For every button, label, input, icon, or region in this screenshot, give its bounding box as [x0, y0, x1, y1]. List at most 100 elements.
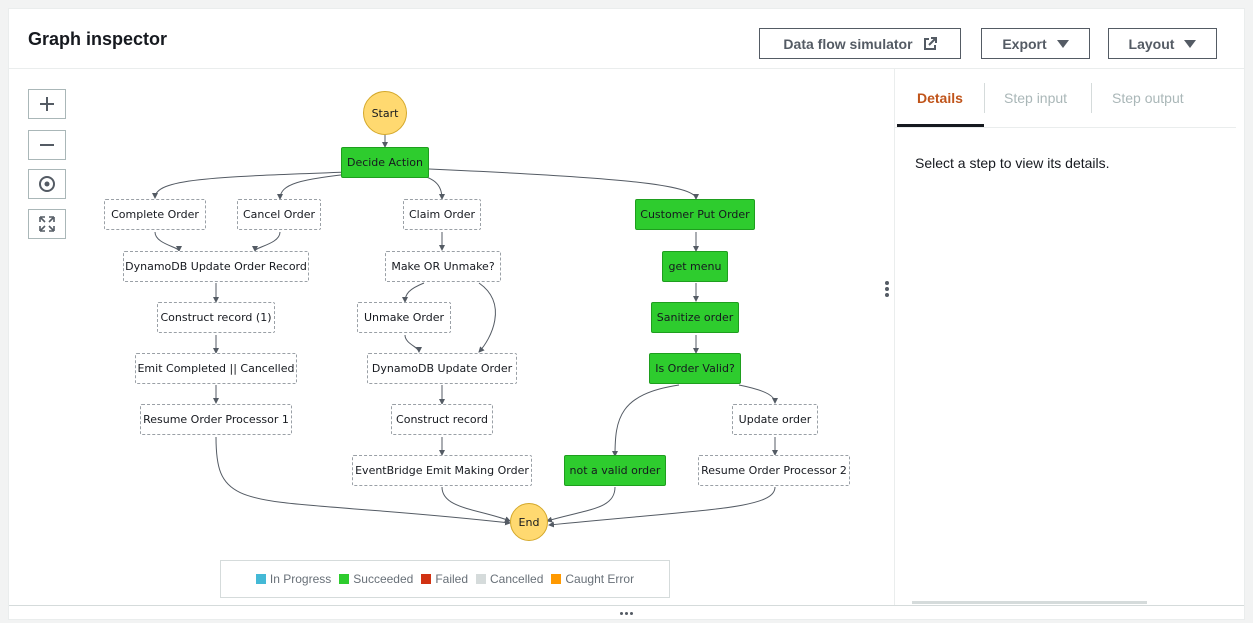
node-label: Construct record (1) [160, 311, 272, 324]
start-node[interactable]: Start [363, 91, 407, 135]
emit-completed-cancelled-node[interactable]: Emit Completed || Cancelled [135, 353, 297, 384]
legend-label: Cancelled [490, 572, 544, 586]
is-order-valid-node[interactable]: Is Order Valid? [649, 353, 741, 384]
handle-dot [885, 281, 889, 285]
horizontal-scrollbar[interactable] [912, 601, 1147, 604]
construct-record-node[interactable]: Construct record [391, 404, 493, 435]
legend-label: Failed [435, 572, 468, 586]
handle-dot [885, 293, 889, 297]
node-label: Emit Completed || Cancelled [137, 362, 295, 375]
tab-step-input[interactable]: Step input [1004, 90, 1068, 106]
tab-step-output[interactable]: Step output [1112, 90, 1184, 106]
node-label: Cancel Order [242, 208, 316, 221]
legend-swatch [421, 574, 432, 584]
node-label: DynamoDB Update Order Record [125, 260, 307, 273]
center-button[interactable] [28, 169, 66, 199]
graph-edges [152, 134, 778, 528]
cancel-order-node[interactable]: Cancel Order [237, 199, 321, 230]
legend-item-in-progress: In Progress [255, 572, 332, 586]
claim-order-node[interactable]: Claim Order [403, 199, 481, 230]
dynamodb-update-order-node[interactable]: DynamoDB Update Order [367, 353, 517, 384]
not-a-valid-order-node[interactable]: not a valid order [564, 455, 666, 486]
handle-dot [885, 287, 889, 291]
customer-put-order-node[interactable]: Customer Put Order [635, 199, 755, 230]
status-legend: In Progress Succeeded Failed Cancelled C… [220, 560, 670, 598]
node-label: get menu [668, 260, 722, 273]
legend-label: In Progress [269, 572, 332, 586]
tab-separator [1091, 83, 1092, 113]
node-label: Start [371, 106, 399, 120]
node-label: Resume Order Processor 2 [701, 464, 847, 477]
details-side-panel: Details Step input Step output Select a … [894, 69, 1236, 605]
legend-label: Caught Error [565, 572, 635, 586]
handle-dot [630, 612, 633, 615]
legend-item-succeeded: Succeeded [339, 572, 413, 586]
external-link-icon [923, 36, 937, 50]
handle-dot [625, 612, 628, 615]
caret-down-icon [1056, 39, 1069, 48]
layout-label: Layout [1128, 35, 1175, 52]
eventbridge-emit-making-order-node[interactable]: EventBridge Emit Making Order [352, 455, 532, 486]
node-label: Customer Put Order [640, 208, 750, 221]
active-tab-indicator [897, 124, 984, 127]
node-label: Sanitize order [656, 311, 734, 324]
data-flow-simulator-label: Data flow simulator [783, 35, 913, 52]
unmake-order-node[interactable]: Unmake Order [357, 302, 451, 333]
construct-record-1-node[interactable]: Construct record (1) [157, 302, 275, 333]
end-node[interactable]: End [510, 503, 548, 541]
decide-action-node[interactable]: Decide Action [341, 147, 429, 178]
update-order-node[interactable]: Update order [732, 404, 818, 435]
center-icon [39, 176, 55, 192]
panel-resize-handle[interactable] [885, 281, 889, 297]
legend-label: Succeeded [353, 572, 414, 586]
tab-separator [984, 83, 985, 113]
export-button[interactable]: Export [981, 28, 1090, 59]
graph-canvas[interactable]: Start Decide Action Complete Order Cance… [9, 69, 879, 605]
node-label: not a valid order [569, 464, 661, 477]
details-empty-message: Select a step to view its details. [915, 155, 1110, 171]
get-menu-node[interactable]: get menu [662, 251, 728, 282]
sanitize-order-node[interactable]: Sanitize order [651, 302, 739, 333]
complete-order-node[interactable]: Complete Order [104, 199, 206, 230]
handle-dot [620, 612, 623, 615]
zoom-in-button[interactable] [28, 89, 66, 119]
data-flow-simulator-button[interactable]: Data flow simulator [759, 28, 961, 59]
node-label: Complete Order [111, 208, 199, 221]
side-tabs: Details Step input Step output [895, 69, 1236, 128]
panel-header: Graph inspector Data flow simulator Expo… [9, 9, 1244, 69]
node-label: Decide Action [346, 156, 424, 169]
node-label: Make OR Unmake? [391, 260, 495, 273]
node-label: Unmake Order [364, 311, 444, 324]
legend-swatch [339, 574, 350, 584]
node-label: EventBridge Emit Making Order [355, 464, 529, 477]
node-label: Is Order Valid? [655, 362, 735, 375]
resume-order-processor-1-node[interactable]: Resume Order Processor 1 [140, 404, 292, 435]
export-label: Export [1002, 35, 1047, 52]
graph-inspector-panel: Graph inspector Data flow simulator Expo… [8, 8, 1245, 620]
dynamodb-update-order-record-node[interactable]: DynamoDB Update Order Record [123, 251, 309, 282]
legend-item-failed: Failed [421, 572, 468, 586]
zoom-out-icon [40, 144, 54, 146]
zoom-out-button[interactable] [28, 130, 66, 160]
resume-order-processor-2-node[interactable]: Resume Order Processor 2 [698, 455, 850, 486]
legend-item-cancelled: Cancelled [476, 572, 543, 586]
bottom-resize-handle[interactable] [9, 605, 1244, 621]
legend-item-caught-error: Caught Error [551, 572, 634, 586]
zoom-in-icon [40, 97, 54, 111]
fit-to-screen-button[interactable] [28, 209, 66, 239]
node-label: Construct record [396, 413, 488, 426]
node-label: DynamoDB Update Order [371, 362, 513, 375]
legend-swatch [551, 574, 562, 584]
legend-swatch [255, 574, 266, 584]
node-label: Update order [738, 413, 812, 426]
caret-down-icon [1184, 39, 1197, 48]
layout-button[interactable]: Layout [1108, 28, 1217, 59]
fit-to-screen-icon [39, 216, 55, 232]
legend-swatch [476, 574, 486, 584]
node-label: Claim Order [408, 208, 475, 221]
make-or-unmake-node[interactable]: Make OR Unmake? [385, 251, 501, 282]
node-label: Resume Order Processor 1 [143, 413, 289, 426]
tab-details[interactable]: Details [917, 90, 963, 106]
panel-title: Graph inspector [28, 29, 168, 49]
node-label: End [518, 515, 540, 529]
